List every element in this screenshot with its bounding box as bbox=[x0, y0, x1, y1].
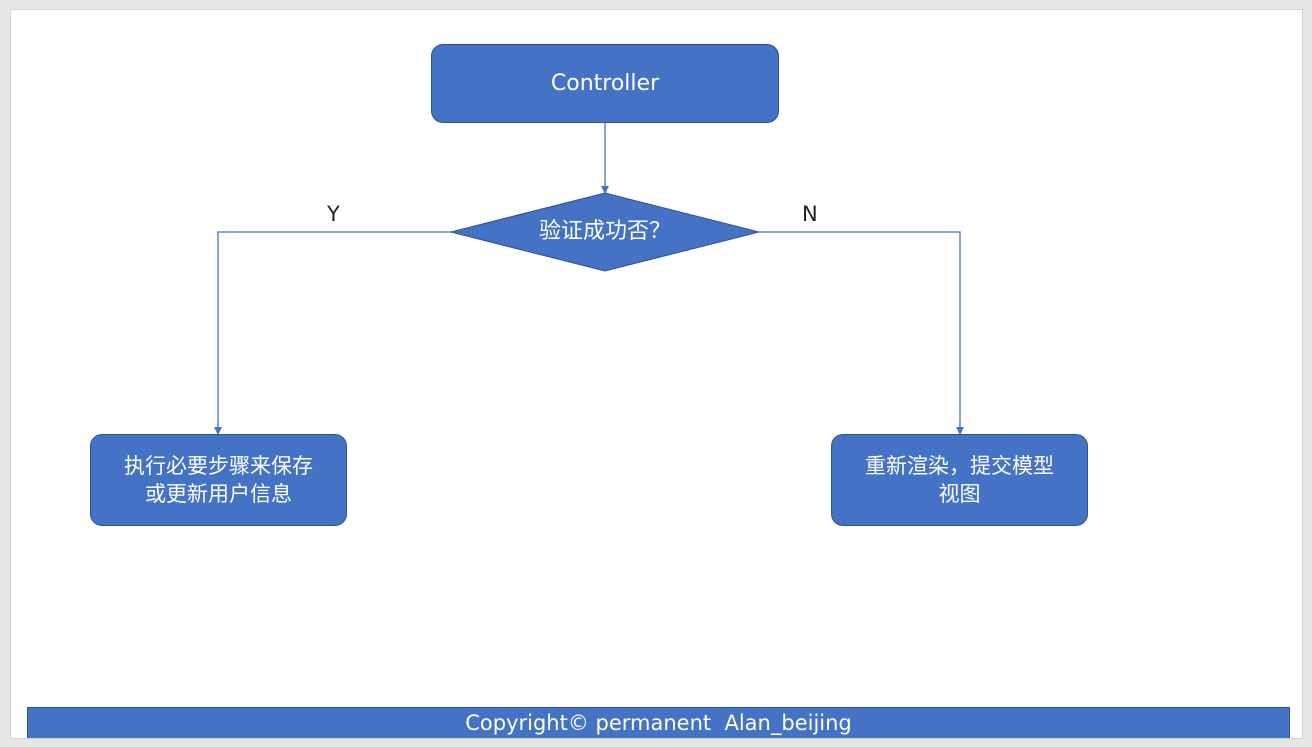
save-user-info-node: 执行必要步骤来保存 或更新用户信息 bbox=[90, 434, 347, 526]
connectors bbox=[214, 123, 964, 435]
controller-node-label: Controller bbox=[550, 70, 660, 96]
rerender-node-line-2: 视图 bbox=[938, 482, 981, 506]
connector-no-branch bbox=[759, 231, 964, 435]
decision-label: 验证成功否？ bbox=[538, 219, 671, 244]
slide-canvas: Controller 验证成功否？ Y N 执行必要步骤来保存 或更新用户信息 … bbox=[10, 9, 1303, 739]
branch-no-label: N bbox=[802, 202, 818, 226]
decision-diamond bbox=[450, 192, 760, 272]
save-node-line-1: 执行必要步骤来保存 bbox=[124, 454, 313, 478]
rerender-view-node: 重新渲染，提交模型 视图 bbox=[831, 434, 1088, 526]
controller-node: Controller bbox=[431, 44, 779, 123]
branch-yes-label: Y bbox=[327, 202, 340, 226]
rerender-node-line-1: 重新渲染，提交模型 bbox=[865, 454, 1054, 478]
connector-yes-branch bbox=[214, 231, 451, 435]
save-node-line-2: 或更新用户信息 bbox=[145, 482, 292, 506]
copyright-footer: Copyright© permanent Alan_beijing bbox=[27, 707, 1290, 738]
